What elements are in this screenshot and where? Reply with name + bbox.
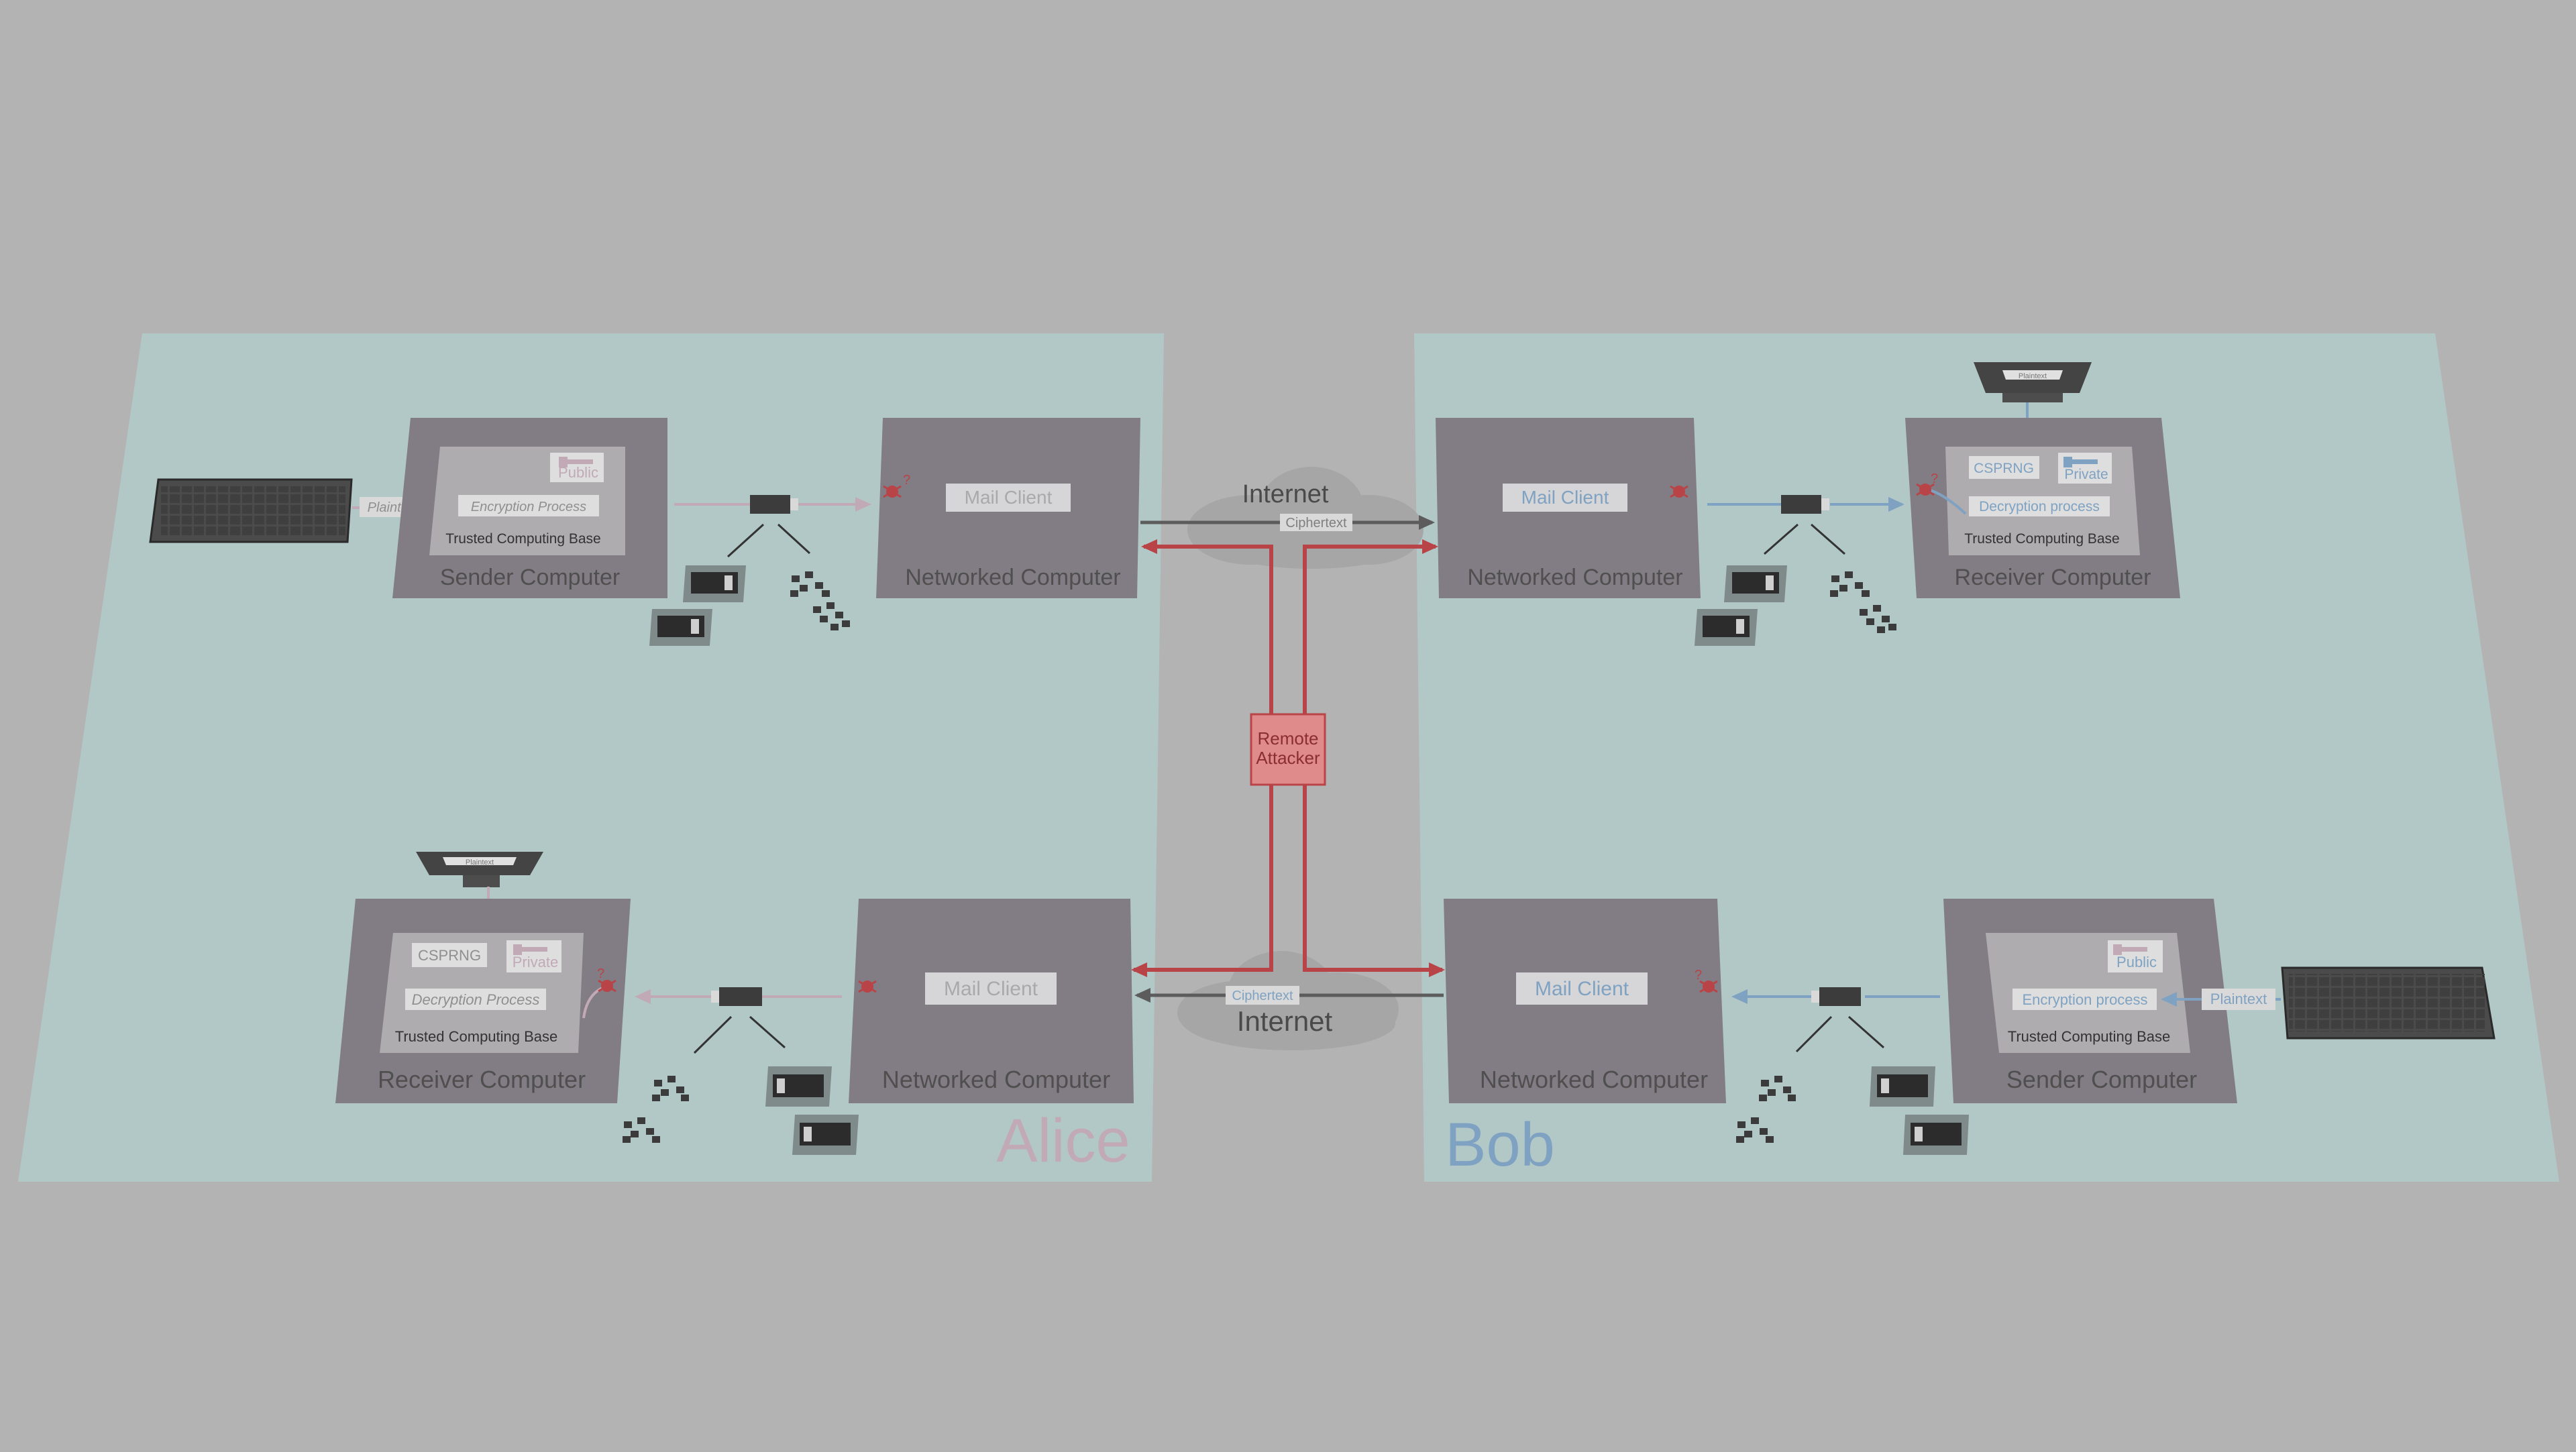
alice-label: Alice — [996, 1107, 1130, 1175]
internet-label-bottom: Internet — [1237, 1005, 1333, 1037]
bob-networked-computer-top: Mail Client Networked Computer — [1436, 418, 1701, 598]
scrap-pieces-icon — [1830, 571, 1896, 633]
alice-csprng: CSPRNG — [418, 947, 481, 964]
alice-receiver-tcb: Trusted Computing Base — [395, 1028, 558, 1045]
attack-paths — [1131, 539, 1445, 977]
svg-text:?: ? — [597, 966, 604, 981]
cd-drive-icon — [649, 565, 746, 646]
bob-keyboard — [2281, 966, 2496, 1040]
scrap-pieces-icon — [1736, 1076, 1796, 1143]
mail-client-label: Mail Client — [944, 978, 1038, 1000]
bob-networked-computer-bottom: Mail Client Networked Computer ? — [1444, 899, 1726, 1103]
bob-receiver-title: Receiver Computer — [1955, 565, 2151, 590]
private-key-icon: Private — [2058, 453, 2112, 484]
malware-bug-icon — [858, 980, 877, 993]
bob-csprng: CSPRNG — [1974, 461, 2034, 476]
alice-decryption-process: Decryption Process — [412, 991, 540, 1008]
malware-bug-icon: ? — [1695, 968, 1718, 993]
mail-client-label: Mail Client — [1535, 978, 1629, 1000]
bob-encryption-process: Encryption process — [2022, 991, 2147, 1008]
bob-receiver-computer: CSPRNG Private Decryption process Truste… — [1905, 418, 2180, 598]
svg-text:?: ? — [1695, 968, 1702, 983]
alice-display-icon: Plaintext — [416, 852, 543, 887]
svg-text:Attacker: Attacker — [1256, 748, 1320, 768]
public-key-icon: Public — [550, 453, 604, 482]
malware-bug-icon — [1670, 485, 1688, 498]
bob-display-icon: Plaintext — [1974, 362, 2092, 402]
alice-networked-bottom-title: Networked Computer — [882, 1066, 1110, 1093]
alice-networked-title: Networked Computer — [905, 565, 1120, 590]
svg-text:Plaintext: Plaintext — [2210, 991, 2267, 1007]
svg-text:Ciphertext: Ciphertext — [1285, 516, 1347, 530]
svg-text:Plaintext: Plaintext — [466, 858, 494, 867]
alice-sender-title: Sender Computer — [440, 565, 620, 590]
svg-text:Plaintext: Plaintext — [2019, 372, 2047, 380]
svg-text:?: ? — [903, 473, 910, 488]
public-key-icon: Public — [2108, 940, 2163, 972]
mail-client-label: Mail Client — [1521, 487, 1609, 508]
scrap-pieces-icon — [623, 1076, 689, 1143]
bob-networked-title: Networked Computer — [1467, 565, 1682, 590]
usb-drive-icon — [711, 987, 762, 1006]
bob-sender-title: Sender Computer — [2006, 1066, 2197, 1093]
cd-drive-icon — [1870, 1066, 1969, 1155]
malware-bug-icon: ? — [1916, 471, 1938, 496]
alice-sender-computer: Public Encryption Process Trusted Comput… — [392, 418, 667, 598]
malware-bug-icon: ? — [597, 966, 616, 993]
svg-text:Remote: Remote — [1257, 728, 1318, 748]
bob-receiver-tcb: Trusted Computing Base — [1964, 531, 2120, 547]
alice-keyboard — [149, 478, 353, 543]
svg-text:Private: Private — [513, 954, 558, 970]
alice-receiver-computer: CSPRNG Private Decryption Process Truste… — [335, 899, 631, 1103]
svg-text:Private: Private — [2064, 467, 2108, 482]
svg-text:Public: Public — [558, 464, 598, 481]
ciphertext-tag-bottom: Ciphertext — [1226, 986, 1299, 1005]
alice-encryption-process: Encryption Process — [471, 500, 586, 514]
cd-drive-icon — [765, 1066, 859, 1155]
internet-label-top: Internet — [1242, 480, 1329, 508]
private-key-icon: Private — [506, 940, 561, 972]
bob-decryption-process: Decryption process — [1979, 499, 2100, 514]
bob-networked-bottom-title: Networked Computer — [1480, 1066, 1708, 1093]
usb-drive-icon — [750, 495, 798, 514]
malware-bug-icon: ? — [883, 473, 910, 498]
alice-receiver-title: Receiver Computer — [378, 1066, 586, 1093]
cd-drive-icon — [1695, 565, 1787, 646]
usb-drive-icon — [1781, 495, 1829, 514]
scrap-pieces-icon — [790, 571, 850, 630]
bob-sender-computer: Public Encryption process Trusted Comput… — [1943, 899, 2237, 1103]
mail-client-label: Mail Client — [965, 487, 1053, 508]
bob-plaintext-tag: Plaintext — [2202, 989, 2275, 1010]
bob-label: Bob — [1445, 1111, 1555, 1179]
bob-sender-tcb: Trusted Computing Base — [2008, 1028, 2171, 1045]
alice-networked-computer-bottom: Mail Client Networked Computer — [849, 899, 1134, 1103]
remote-attacker: Remote Attacker — [1250, 713, 1326, 786]
svg-text:Public: Public — [2116, 954, 2157, 970]
ciphertext-tag-top: Ciphertext — [1280, 514, 1352, 531]
svg-text:?: ? — [1931, 471, 1938, 486]
alice-sender-tcb: Trusted Computing Base — [445, 531, 601, 547]
alice-networked-computer-top: Mail Client Networked Computer ? — [876, 418, 1140, 598]
usb-drive-icon — [1811, 987, 1861, 1006]
svg-text:Ciphertext: Ciphertext — [1232, 989, 1293, 1003]
